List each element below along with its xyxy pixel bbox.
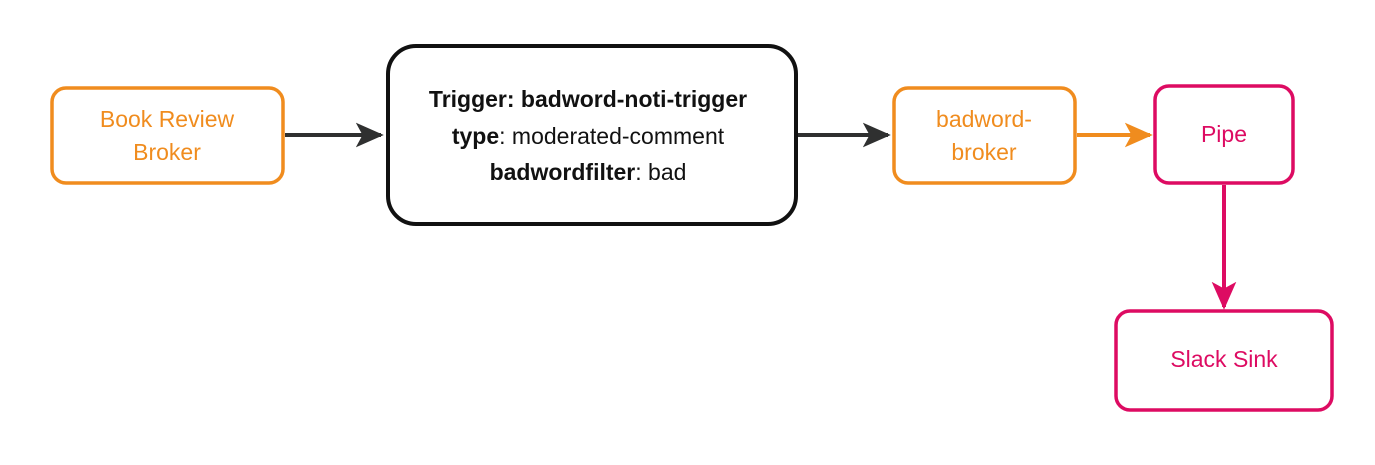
trigger-line-2: type: moderated-comment	[452, 123, 725, 149]
book-review-broker-node[interactable]: Book Review Broker	[50, 86, 285, 185]
trigger-line-3-key: badwordfilter	[490, 159, 636, 185]
badword-broker-label-line1: badword-	[936, 106, 1032, 132]
badword-broker-node[interactable]: badword- broker	[892, 86, 1077, 185]
pipe-label: Pipe	[1201, 121, 1247, 147]
badword-broker-label-line2: broker	[951, 139, 1017, 165]
trigger-line-3-value: : bad	[635, 159, 686, 185]
pipe-node[interactable]: Pipe	[1153, 84, 1295, 185]
slack-sink-label: Slack Sink	[1170, 346, 1278, 372]
trigger-node[interactable]: Trigger: badword-noti-trigger type: mode…	[386, 44, 798, 226]
trigger-line-2-value: : moderated-comment	[499, 123, 725, 149]
trigger-line-1: Trigger: badword-noti-trigger	[429, 86, 747, 112]
trigger-line-2-key: type	[452, 123, 499, 149]
trigger-line-3: badwordfilter: bad	[490, 159, 687, 185]
trigger-line-1-bold: Trigger: badword-noti-trigger	[429, 86, 747, 112]
slack-sink-node[interactable]: Slack Sink	[1114, 309, 1334, 412]
book-review-broker-label-line2: Broker	[133, 139, 201, 165]
book-review-broker-label-line1: Book Review	[100, 106, 235, 132]
